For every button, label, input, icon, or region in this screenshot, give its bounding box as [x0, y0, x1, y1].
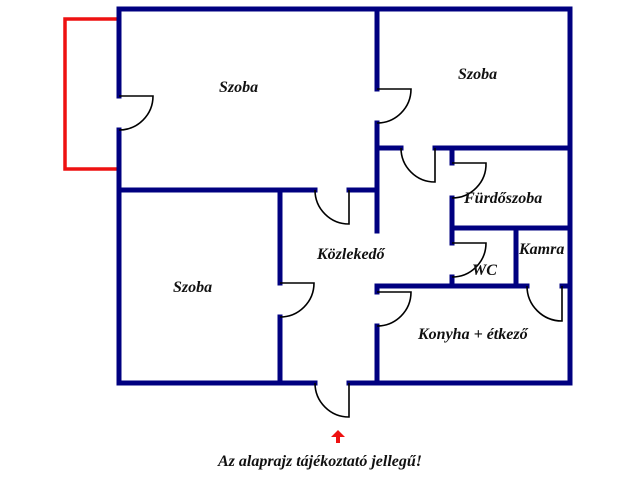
door-hall-top-right [400, 147, 436, 183]
room-label-bottom-left: Szoba [173, 279, 213, 296]
room-label-top-left: Szoba [219, 79, 259, 96]
door-wc [451, 242, 487, 278]
room-label-top-right: Szoba [458, 66, 498, 83]
room-label-bathroom: Fürdőszoba [464, 190, 543, 207]
entrance-arrow-icon [331, 430, 345, 443]
room-label-pantry: Kamra [519, 241, 565, 258]
interior-walls [116, 6, 573, 386]
door-pantry [526, 285, 563, 322]
door-kitchen [376, 291, 412, 327]
door-entrance [314, 382, 350, 418]
room-label-hallway: Közlekedő [317, 246, 385, 263]
door-balcony [118, 95, 154, 131]
outer-walls [116, 6, 573, 386]
room-label-kitchen: Konyha + étkező [418, 326, 528, 343]
room-label-wc: WC [472, 262, 497, 279]
door-top-right-room [376, 88, 412, 124]
doors [118, 88, 563, 418]
balcony-outline [63, 17, 119, 171]
door-bathroom [451, 162, 487, 199]
door-top-left-room [314, 189, 350, 225]
disclaimer-caption: Az alaprajz tájékoztató jellegű! [217, 453, 422, 470]
door-bottom-left-room [279, 282, 315, 318]
